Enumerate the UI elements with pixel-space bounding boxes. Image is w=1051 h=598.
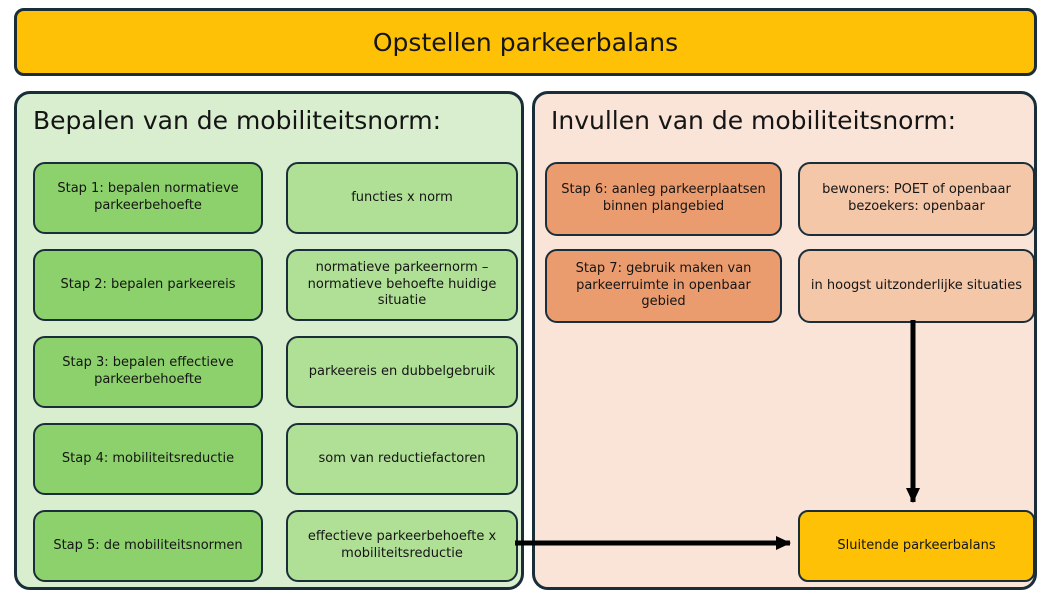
step-2-box: Stap 2: bepalen parkeereis (33, 249, 263, 321)
step-7-detail-box: in hoogst uitzonderlijke situaties (798, 249, 1035, 323)
right-panel-title: Invullen van de mobiliteitsnorm: (551, 106, 957, 135)
step-2-detail-box: normatieve parkeernorm – normatieve beho… (286, 249, 518, 321)
step-6-box: Stap 6: aanleg parkeerplaatsen binnen pl… (545, 162, 782, 236)
left-panel-bepalen: Bepalen van de mobiliteitsnorm: Stap 1: … (14, 91, 524, 590)
step-1-box: Stap 1: bepalen normatieve parkeerbehoef… (33, 162, 263, 234)
step-6-detail-box: bewoners: POET of openbaar bezoekers: op… (798, 162, 1035, 236)
step-4-detail-box: som van reductiefactoren (286, 423, 518, 495)
diagram-title-banner: Opstellen parkeerbalans (14, 8, 1037, 76)
step-5-detail-box: effectieve parkeerbehoefte x mobiliteits… (286, 510, 518, 582)
right-panel-invullen: Invullen van de mobiliteitsnorm: Stap 6:… (532, 91, 1037, 590)
left-panel-title: Bepalen van de mobiliteitsnorm: (33, 106, 442, 135)
step-3-box: Stap 3: bepalen effectieve parkeerbehoef… (33, 336, 263, 408)
step-3-detail-box: parkeereis en dubbelgebruik (286, 336, 518, 408)
result-box-sluitende-parkeerbalans: Sluitende parkeerbalans (798, 510, 1035, 582)
step-1-detail-box: functies x norm (286, 162, 518, 234)
diagram-title: Opstellen parkeerbalans (372, 27, 679, 57)
step-4-box: Stap 4: mobiliteitsreductie (33, 423, 263, 495)
step-5-box: Stap 5: de mobiliteitsnormen (33, 510, 263, 582)
step-7-box: Stap 7: gebruik maken van parkeerruimte … (545, 249, 782, 323)
